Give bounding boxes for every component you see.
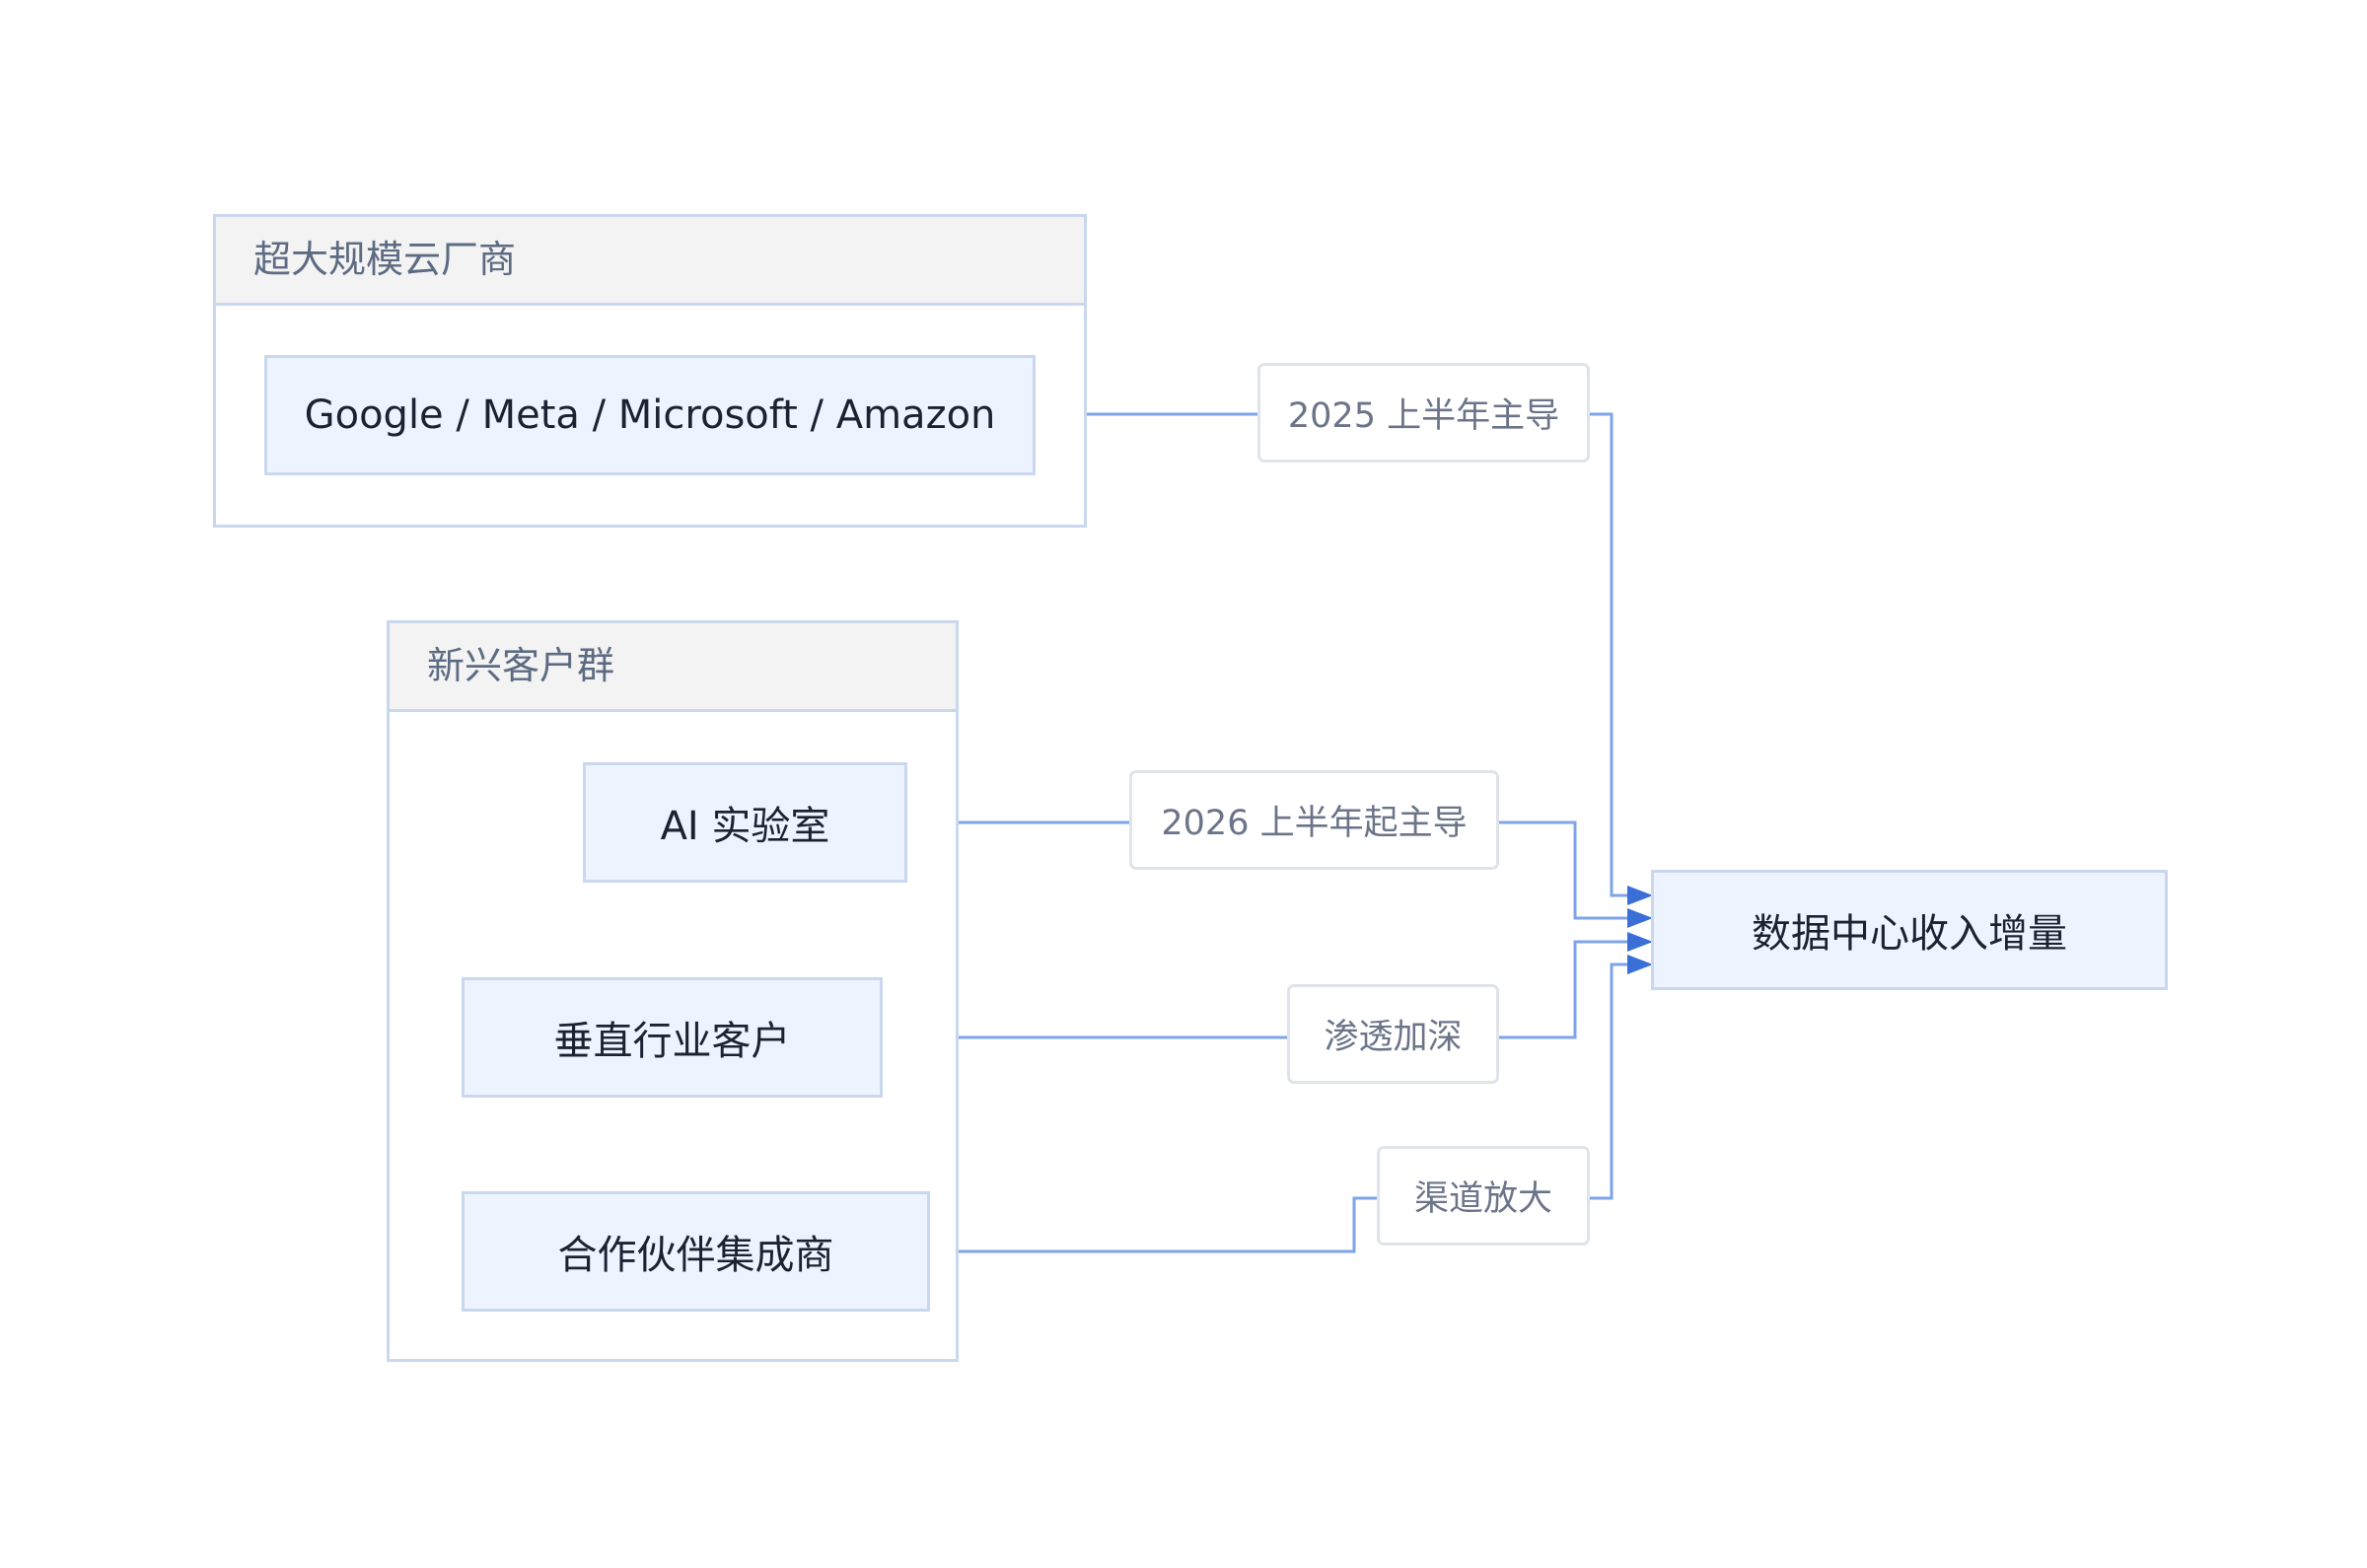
node-dc-revenue[interactable]: 数据中心收入增量 (1651, 870, 2168, 990)
edge-label-2026: 2026 上半年起主导 (1129, 770, 1499, 870)
node-vertical-industry[interactable]: 垂直行业客户 (462, 977, 883, 1098)
group-title: 超大规模云厂商 (216, 217, 1084, 306)
edge-label-penetration: 渗透加深 (1287, 984, 1499, 1084)
edge-vertical (883, 940, 1649, 1039)
node-ai-lab[interactable]: AI 实验室 (583, 762, 907, 883)
arrow-vertical (1627, 932, 1653, 952)
arrow-ai-lab (1627, 908, 1653, 928)
arrow-partners (1627, 955, 1653, 974)
group-title: 新兴客户群 (390, 623, 956, 712)
edge-label-2025: 2025 上半年主导 (1257, 363, 1590, 463)
arrow-hyperscalers (1627, 886, 1653, 905)
node-partner-integrators[interactable]: 合作伙伴集成商 (462, 1191, 930, 1312)
edge-label-channel: 渠道放大 (1377, 1146, 1590, 1246)
node-hyperscalers[interactable]: Google / Meta / Microsoft / Amazon (264, 355, 1036, 475)
